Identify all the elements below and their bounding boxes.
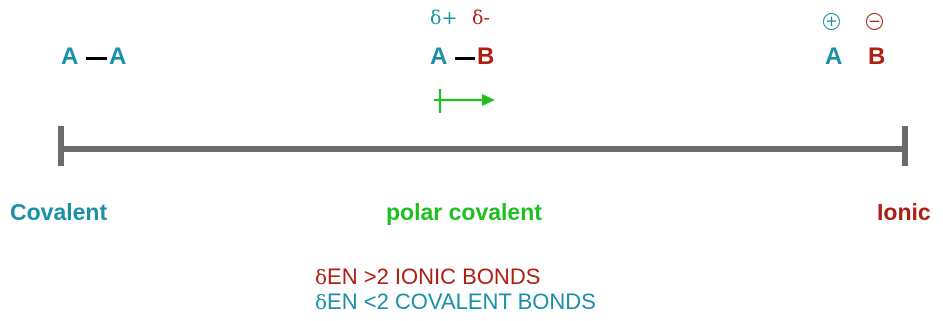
ionic-label: Ionic [877, 199, 931, 225]
bond-line [86, 57, 107, 60]
covalent-label: Covalent [10, 199, 108, 225]
negative-charge-icon: − [866, 13, 883, 30]
ionic-rule-text: EN >2 IONIC BONDS [327, 264, 541, 289]
bond-line [455, 57, 475, 60]
cation-a: A [825, 43, 843, 70]
delta-symbol: δ [315, 290, 328, 314]
atom-a: A [430, 43, 448, 70]
covalent-rule-text: EN <2 COVALENT BONDS [327, 289, 596, 314]
dipole-arrow-icon [434, 89, 495, 113]
partial-positive-label: δ+ [430, 7, 458, 29]
partial-negative-label: δ- [472, 7, 490, 29]
polar-covalent-label: polar covalent [386, 199, 542, 225]
positive-charge-icon: + [823, 13, 840, 30]
atom-a-right: A [109, 43, 127, 70]
anion-b: B [868, 43, 886, 70]
atom-b: B [477, 43, 495, 70]
covalent-rule: δEN <2 COVALENT BONDS [315, 289, 596, 315]
delta-symbol: δ [315, 265, 328, 289]
ionic-rule: δEN >2 IONIC BONDS [315, 264, 541, 290]
atom-a-left: A [61, 43, 79, 70]
bond-scale-bar [58, 126, 908, 166]
